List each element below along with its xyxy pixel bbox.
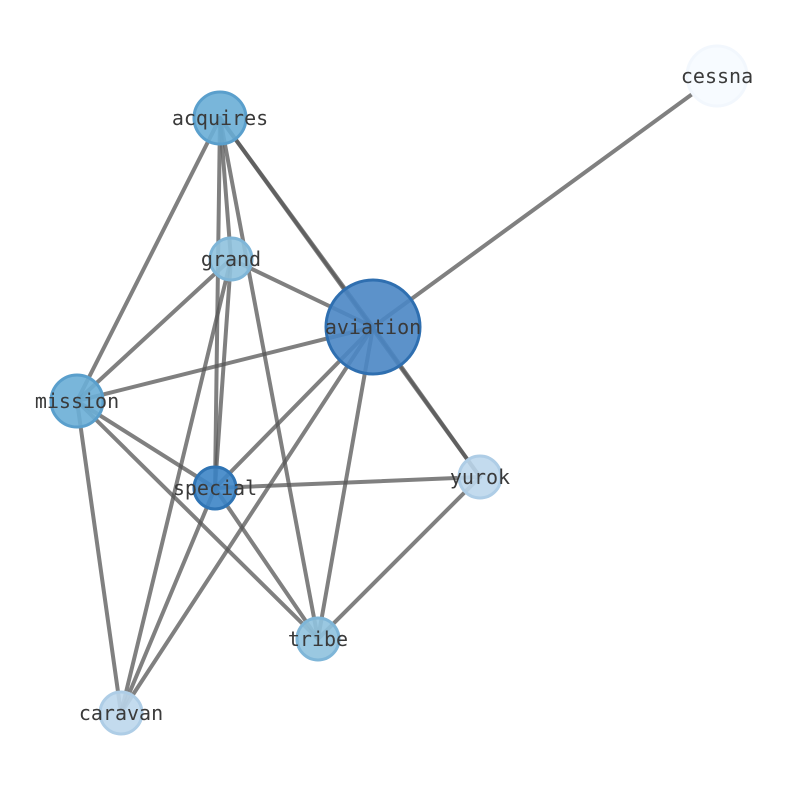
- node-label-special: special: [173, 476, 257, 500]
- edge-aviation-mission: [75, 325, 375, 403]
- node-special: special: [173, 465, 257, 511]
- edge-special-caravan: [119, 486, 217, 715]
- node-tribe: tribe: [288, 616, 348, 662]
- node-circle-aviation: [324, 278, 422, 376]
- node-circle-grand: [208, 236, 254, 282]
- node-mission: mission: [35, 373, 119, 429]
- edges-layer: [75, 74, 719, 715]
- node-label-tribe: tribe: [288, 627, 348, 651]
- node-circle-special: [192, 465, 238, 511]
- node-circle-yurok: [457, 454, 503, 500]
- edge-grand-special: [213, 257, 233, 490]
- node-grand: grand: [201, 236, 261, 282]
- node-label-acquires: acquires: [172, 106, 268, 130]
- node-label-grand: grand: [201, 247, 261, 271]
- node-circle-tribe: [295, 616, 341, 662]
- edge-special-yurok: [213, 475, 482, 490]
- edge-acquires-tribe: [218, 116, 320, 641]
- edge-acquires-special: [213, 116, 222, 490]
- node-circle-acquires: [192, 90, 248, 146]
- node-caravan: caravan: [79, 690, 163, 736]
- node-circle-caravan: [98, 690, 144, 736]
- node-label-yurok: yurok: [450, 465, 510, 489]
- edge-mission-tribe: [75, 399, 320, 641]
- node-yurok: yurok: [450, 454, 510, 500]
- node-cessna: cessna: [681, 44, 753, 108]
- edge-aviation-cessna: [371, 74, 719, 329]
- edge-aviation-caravan: [119, 325, 375, 715]
- node-label-cessna: cessna: [681, 64, 753, 88]
- edge-mission-caravan: [75, 399, 123, 715]
- node-label-aviation: aviation: [325, 315, 421, 339]
- edge-grand-caravan: [119, 257, 233, 715]
- nodes-layer: cessna acquires grand aviation mission specia…: [35, 44, 753, 736]
- node-circle-mission: [49, 373, 105, 429]
- node-label-caravan: caravan: [79, 701, 163, 725]
- node-acquires: acquires: [172, 90, 268, 146]
- node-label-mission: mission: [35, 389, 119, 413]
- edge-special-tribe: [213, 486, 320, 641]
- node-circle-cessna: [685, 44, 749, 108]
- node-aviation: aviation: [324, 278, 422, 376]
- edge-acquires-mission: [75, 116, 222, 403]
- edge-grand-mission: [75, 257, 233, 403]
- edge-yurok-tribe: [316, 475, 482, 641]
